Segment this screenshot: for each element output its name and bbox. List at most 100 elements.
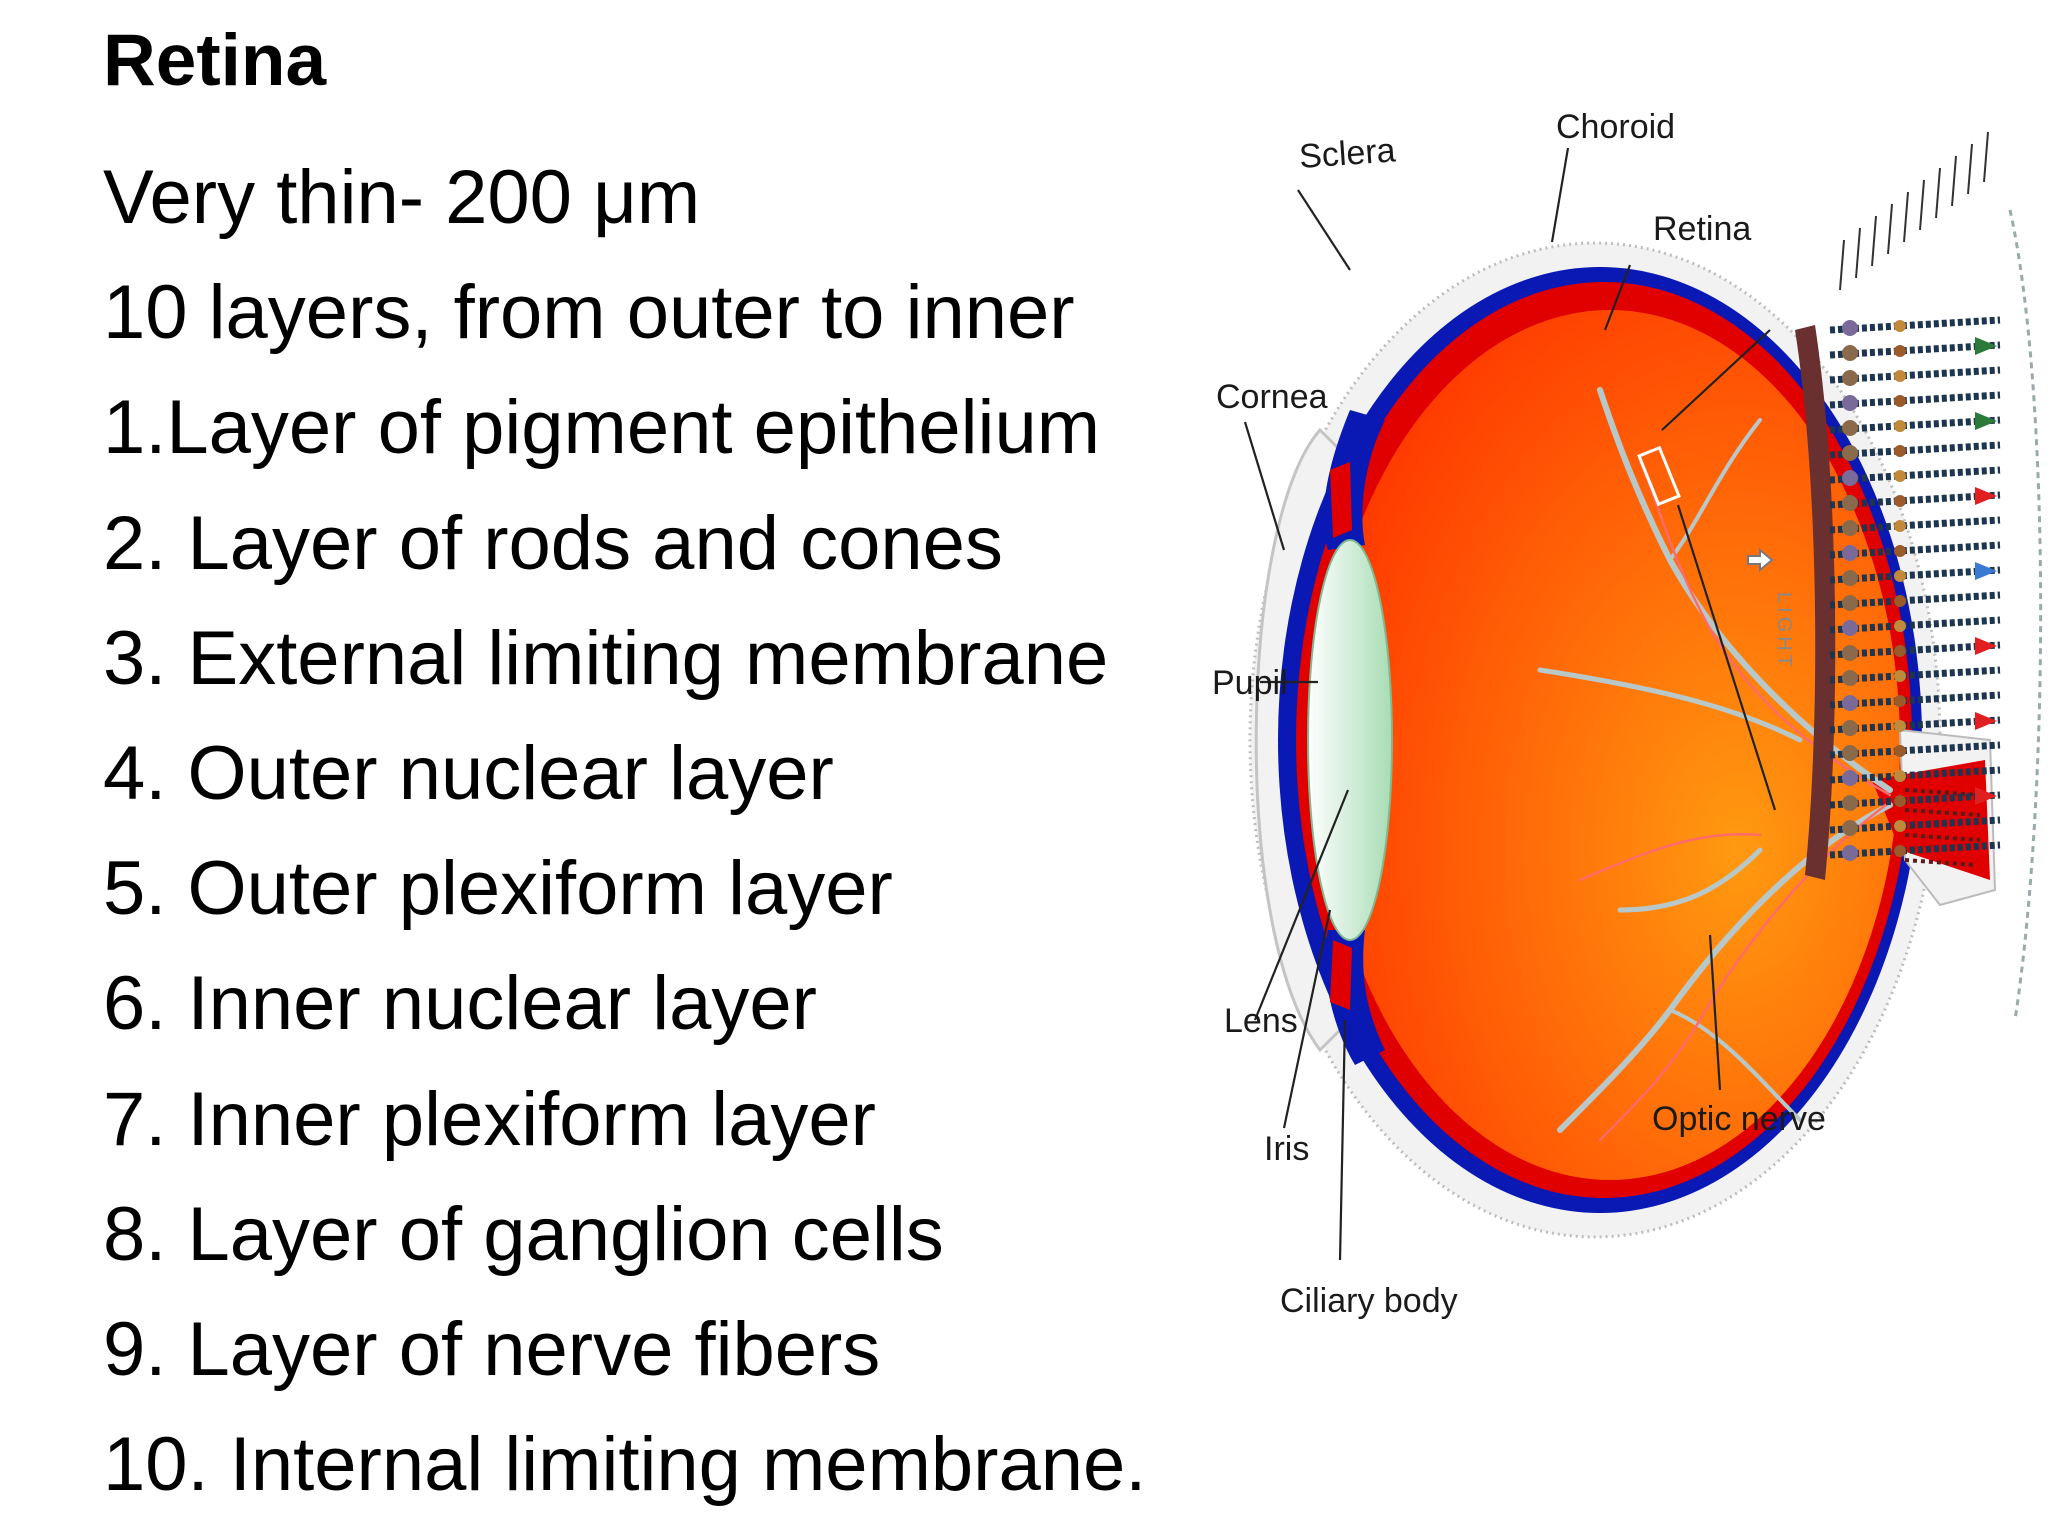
inset-cell-row bbox=[1829, 741, 2001, 761]
inset-cell-row bbox=[1829, 666, 2001, 686]
cornea-leader bbox=[1243, 421, 1286, 551]
inset-cell-row bbox=[1829, 766, 2001, 786]
inset-cell-row bbox=[1829, 541, 2001, 561]
list-item: 2. Layer of rods and cones bbox=[103, 500, 1003, 586]
photoreceptor bbox=[1829, 366, 2001, 384]
cone-tip bbox=[1975, 487, 1997, 505]
magnifier-lines bbox=[1661, 329, 1777, 811]
list-item: 10 layers, from outer to inner bbox=[103, 270, 1075, 356]
ciliary-leader bbox=[1338, 1019, 1347, 1261]
inset-cell-row bbox=[1829, 516, 2001, 536]
ganglion-cell bbox=[1842, 670, 1858, 686]
bipolar-cell bbox=[1894, 820, 1906, 832]
photoreceptor bbox=[1829, 666, 2001, 684]
ganglion-cell bbox=[1842, 395, 1858, 411]
ganglion-cell bbox=[1842, 745, 1858, 761]
bipolar-cell bbox=[1894, 495, 1906, 507]
inset-cell-row bbox=[1829, 487, 2001, 511]
photoreceptor bbox=[1829, 466, 2001, 484]
ciliary-upper bbox=[1330, 462, 1352, 538]
cone-tip bbox=[1975, 712, 1997, 730]
cone-tip bbox=[1975, 412, 1997, 430]
photoreceptor bbox=[1829, 791, 2001, 809]
bipolar-cell bbox=[1894, 745, 1906, 757]
inset-cell-row bbox=[1829, 787, 2001, 811]
optic-nerve-label: Optic nerve bbox=[1652, 1100, 1826, 1138]
inset-cell-row bbox=[1829, 691, 2001, 711]
bipolar-cell bbox=[1894, 545, 1906, 557]
bipolar-cell bbox=[1894, 645, 1906, 657]
photoreceptor bbox=[1829, 516, 2001, 534]
light-arrow-icon bbox=[1747, 547, 1774, 573]
layer-tick bbox=[1839, 239, 1845, 291]
cone-tip bbox=[1975, 637, 1997, 655]
list-item: 1.Layer of pigment epithelium bbox=[103, 385, 1101, 471]
photoreceptor bbox=[1829, 566, 2001, 584]
photoreceptor bbox=[1829, 766, 2001, 784]
layer-tick bbox=[1887, 203, 1893, 255]
ganglion-cell bbox=[1842, 645, 1858, 661]
photoreceptor bbox=[1829, 441, 2001, 459]
iris-label: Iris bbox=[1264, 1130, 1309, 1168]
bipolar-cell bbox=[1894, 345, 1906, 357]
ganglion-cell bbox=[1842, 320, 1858, 336]
ciliary-body-label: Ciliary body bbox=[1280, 1282, 1458, 1320]
bipolar-cell bbox=[1894, 595, 1906, 607]
vitreous-body bbox=[1320, 310, 1900, 1180]
bipolar-cell bbox=[1894, 320, 1906, 332]
sclera-leader bbox=[1297, 189, 1351, 271]
photoreceptor bbox=[1829, 341, 2001, 359]
bipolar-cell bbox=[1894, 420, 1906, 432]
list-item: 4. Outer nuclear layer bbox=[103, 730, 834, 816]
ganglion-cell bbox=[1842, 370, 1858, 386]
ganglion-cell bbox=[1842, 720, 1858, 736]
bipolar-cell bbox=[1894, 470, 1906, 482]
photoreceptor bbox=[1829, 841, 2001, 859]
list-item: Very thin- 200 μm bbox=[103, 155, 701, 240]
retina-leader bbox=[1603, 264, 1632, 331]
list-item: 8. Layer of ganglion cells bbox=[103, 1191, 944, 1277]
ganglion-cell bbox=[1842, 620, 1858, 636]
photoreceptor bbox=[1829, 641, 2001, 659]
inset-cell-rows bbox=[1829, 316, 2001, 861]
lens-label: Lens bbox=[1224, 1002, 1298, 1040]
ganglion-cell bbox=[1842, 820, 1858, 836]
ganglion-cell bbox=[1842, 845, 1858, 861]
ganglion-cell bbox=[1842, 695, 1858, 711]
layer-tick bbox=[1935, 167, 1941, 219]
photoreceptor bbox=[1829, 391, 2001, 409]
ganglion-cell bbox=[1842, 345, 1858, 361]
retina-layers-inset: LIGHT bbox=[1747, 131, 2043, 1021]
inset-cell-row bbox=[1829, 337, 2001, 361]
bipolar-cell bbox=[1894, 520, 1906, 532]
ganglion-cell bbox=[1842, 420, 1858, 436]
ganglion-cell bbox=[1842, 520, 1858, 536]
inset-cell-row bbox=[1829, 316, 2001, 336]
bipolar-cell bbox=[1894, 845, 1906, 857]
pupil-label: Pupil bbox=[1212, 664, 1288, 702]
photoreceptor bbox=[1829, 316, 2001, 334]
layer-tick bbox=[1951, 155, 1957, 207]
layer-tick bbox=[1919, 179, 1925, 231]
list-item: 10. Internal limiting membrane. bbox=[103, 1422, 1147, 1508]
list-item: 7. Inner plexiform layer bbox=[103, 1076, 876, 1162]
bipolar-cell bbox=[1894, 395, 1906, 407]
ganglion-cell bbox=[1842, 570, 1858, 586]
inset-cell-row bbox=[1829, 562, 2001, 586]
inset-edge bbox=[2008, 209, 2043, 1021]
inset-cell-row bbox=[1829, 366, 2001, 386]
ganglion-cell bbox=[1842, 795, 1858, 811]
slide-title: Retina bbox=[103, 20, 327, 101]
inset-cell-row bbox=[1829, 841, 2001, 861]
cone-tip bbox=[1975, 562, 1997, 580]
bipolar-cell bbox=[1894, 570, 1906, 582]
light-label: LIGHT bbox=[1773, 592, 1795, 671]
retina-label: Retina bbox=[1653, 210, 1751, 248]
lens-leader bbox=[1253, 789, 1350, 1021]
ganglion-cell bbox=[1842, 545, 1858, 561]
ciliary-lower bbox=[1330, 940, 1352, 1010]
choroid-leader bbox=[1550, 147, 1570, 243]
ganglion-cell bbox=[1842, 470, 1858, 486]
sclera-label: Sclera bbox=[1298, 131, 1397, 176]
retina-detail-marker bbox=[1637, 445, 1681, 507]
